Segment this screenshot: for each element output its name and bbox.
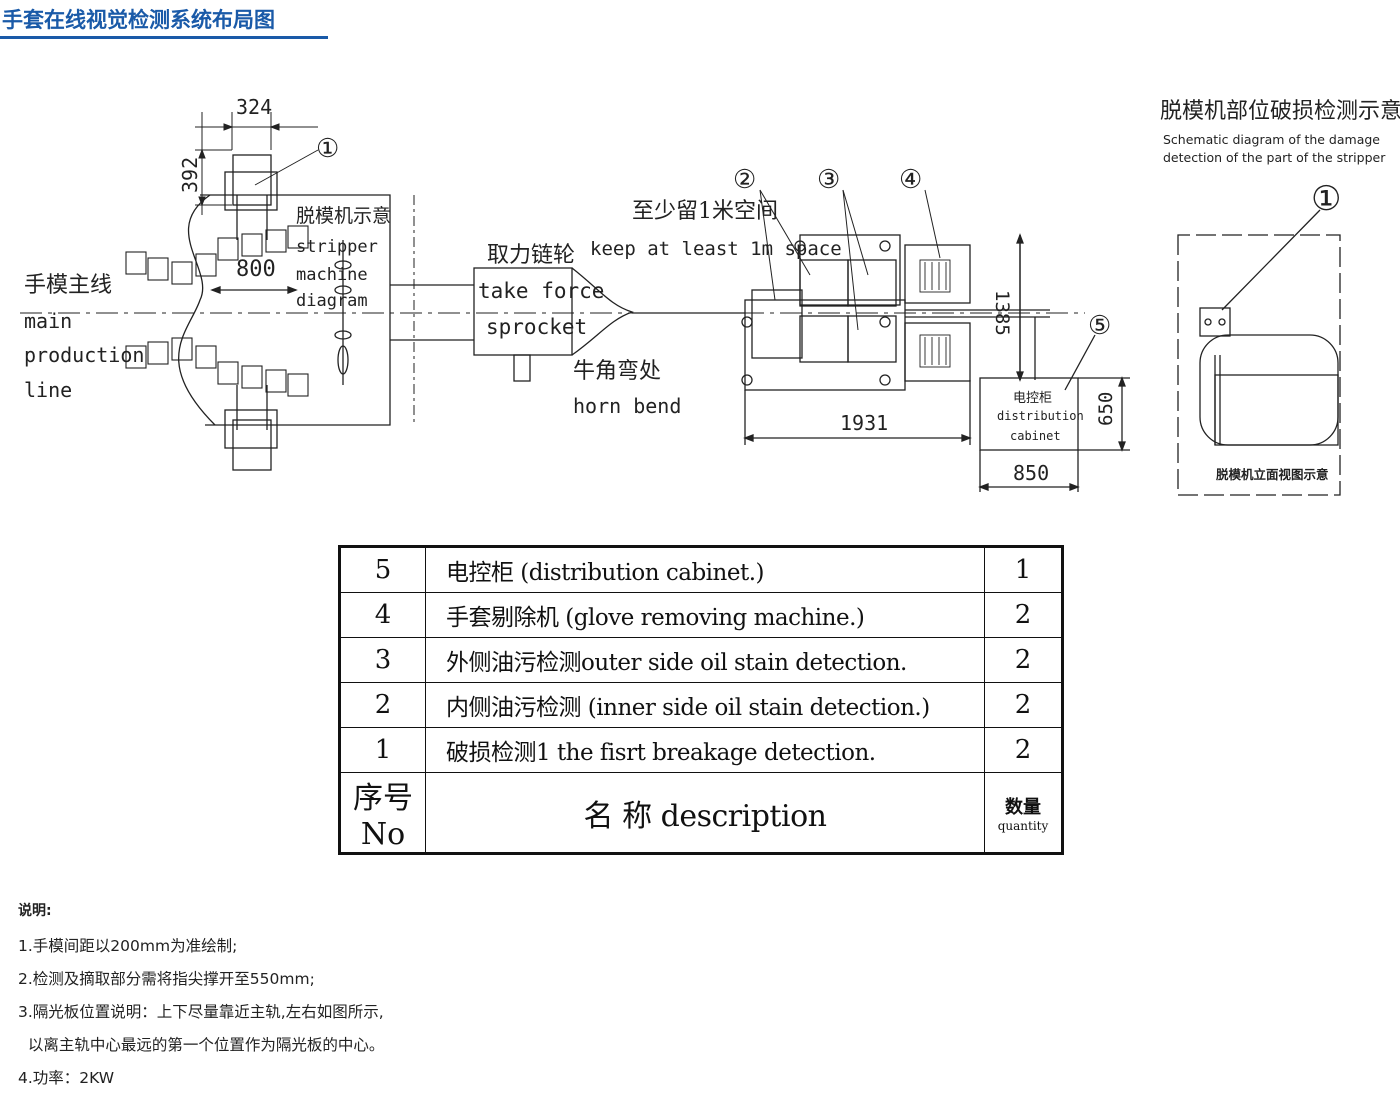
dim-650-label: 650 <box>1095 392 1117 426</box>
callout-1: ① <box>316 134 339 164</box>
callout-5: ⑤ <box>1088 311 1111 341</box>
sprocket-label-cn: 取力链轮 <box>487 243 575 268</box>
bom-no: 5 <box>339 546 426 593</box>
dim-324-label: 324 <box>236 95 272 119</box>
layout-drawing: 324 392 800 手模主线 main production line 脱模… <box>20 95 1400 496</box>
detail-callout: ① <box>1311 179 1341 219</box>
main-line-label-cn: 手模主线 <box>24 273 112 298</box>
detection-machines <box>741 233 1050 445</box>
detail-title-en1: Schematic diagram of the damage <box>1163 132 1380 147</box>
bom-qty: 2 <box>984 682 1063 728</box>
header: 手套在线视觉检测系统布局图 <box>0 0 330 42</box>
dim-800-label: 800 <box>236 257 276 282</box>
bom-no: 4 <box>339 592 426 638</box>
bom-header-desc: 名 称 description <box>425 772 985 854</box>
table-row: 3 外侧油污检测outer side oil stain detection. … <box>339 637 1063 683</box>
table-row: 4 手套剔除机 (glove removing machine.) 2 <box>339 592 1063 638</box>
bom-qty: 2 <box>984 727 1063 773</box>
cabinet-label-en1: distribution <box>997 409 1084 423</box>
bom-no: 3 <box>339 637 426 683</box>
dim-1931-label: 1931 <box>840 411 888 435</box>
callout-4: ④ <box>899 165 922 195</box>
callout-leaders <box>759 189 941 331</box>
horn-label-en: horn bend <box>573 394 681 418</box>
detail-title-en2: detection of the part of the stripper <box>1163 150 1386 165</box>
main-line-label-en1: main <box>24 309 72 333</box>
bom-desc: 电控柜 (distribution cabinet.) <box>425 546 985 593</box>
bom-qty: 2 <box>984 592 1063 638</box>
stripper-label-en2: machine <box>296 265 368 285</box>
cabinet-label-cn: 电控柜 <box>1013 391 1052 406</box>
table-row: 5 电控柜 (distribution cabinet.) 1 <box>339 546 1063 593</box>
stripper-label-en3: diagram <box>296 291 368 311</box>
connection-lines <box>390 267 745 382</box>
bom-header-qty-cn: 数量 <box>1005 796 1041 818</box>
stripper-label-cn: 脱模机示意 <box>296 205 391 227</box>
callout-3: ③ <box>817 165 840 195</box>
note-line: 4.功率：2KW <box>18 1069 115 1087</box>
note-line: 以离主轨中心最远的第一个位置作为隔光板的中心。 <box>18 1036 385 1054</box>
note-line: 1.手模间距以200mm为准绘制; <box>18 937 238 955</box>
bom-desc: 手套剔除机 (glove removing machine.) <box>425 592 985 638</box>
notes: 说明: 1.手模间距以200mm为准绘制; 2.检测及摘取部分需将指尖撑开至55… <box>18 900 384 1095</box>
bom-desc: 外侧油污检测outer side oil stain detection. <box>425 637 985 683</box>
table-row: 2 内侧油污检测 (inner side oil stain detection… <box>339 682 1063 728</box>
bom-no: 1 <box>339 727 426 773</box>
stripper-area <box>125 154 415 471</box>
bom-qty: 1 <box>984 546 1063 593</box>
table-row: 1 破损检测1 the fisrt breakage detection. 2 <box>339 727 1063 773</box>
detail-caption: 脱模机立面视图示意 <box>1216 467 1329 482</box>
distribution-cabinet <box>978 334 1130 492</box>
cabinet-label-en2: cabinet <box>1010 429 1061 443</box>
bom-table: 5 电控柜 (distribution cabinet.) 1 4 手套剔除机 … <box>338 545 1064 855</box>
dim-392-label: 392 <box>178 157 202 193</box>
sprocket-label-en1: take force <box>478 279 604 303</box>
dim-1385-label: 1385 <box>991 290 1013 336</box>
note-line: 2.检测及摘取部分需将指尖撑开至550mm; <box>18 970 315 988</box>
space-label-en: keep at least 1m space <box>590 238 842 260</box>
dim-850-label: 850 <box>1013 461 1049 485</box>
bom-no: 2 <box>339 682 426 728</box>
bom-qty: 2 <box>984 637 1063 683</box>
space-label-cn: 至少留1米空间 <box>632 199 778 224</box>
sprocket-label-en2: sprocket <box>486 315 587 339</box>
notes-heading: 说明: <box>18 903 52 919</box>
detail-title-cn: 脱模机部位破损检测示意 <box>1160 99 1400 124</box>
callout-2: ② <box>733 165 756 195</box>
horn-label-cn: 牛角弯处 <box>573 359 661 384</box>
dim-324-392 <box>195 112 319 215</box>
stripper-label-en1: stripper <box>296 237 378 257</box>
table-header-row: 序号No 名 称 description 数量 quantity <box>339 772 1063 854</box>
page-title: 手套在线视觉检测系统布局图 <box>2 8 275 32</box>
bom-header-qty: 数量 quantity <box>984 772 1063 854</box>
bom-desc: 内侧油污检测 (inner side oil stain detection.) <box>425 682 985 728</box>
main-line-label-en3: line <box>24 378 72 402</box>
note-line: 3.隔光板位置说明：上下尽量靠近主轨,左右如图所示, <box>18 1003 384 1021</box>
bom-desc: 破损检测1 the fisrt breakage detection. <box>425 727 985 773</box>
detail-view <box>1177 209 1341 496</box>
main-line-label-en2: production <box>24 343 144 367</box>
bom-header-qty-en: quantity <box>997 818 1049 833</box>
bom-header-no: 序号No <box>339 772 426 854</box>
title-underline <box>0 36 328 39</box>
